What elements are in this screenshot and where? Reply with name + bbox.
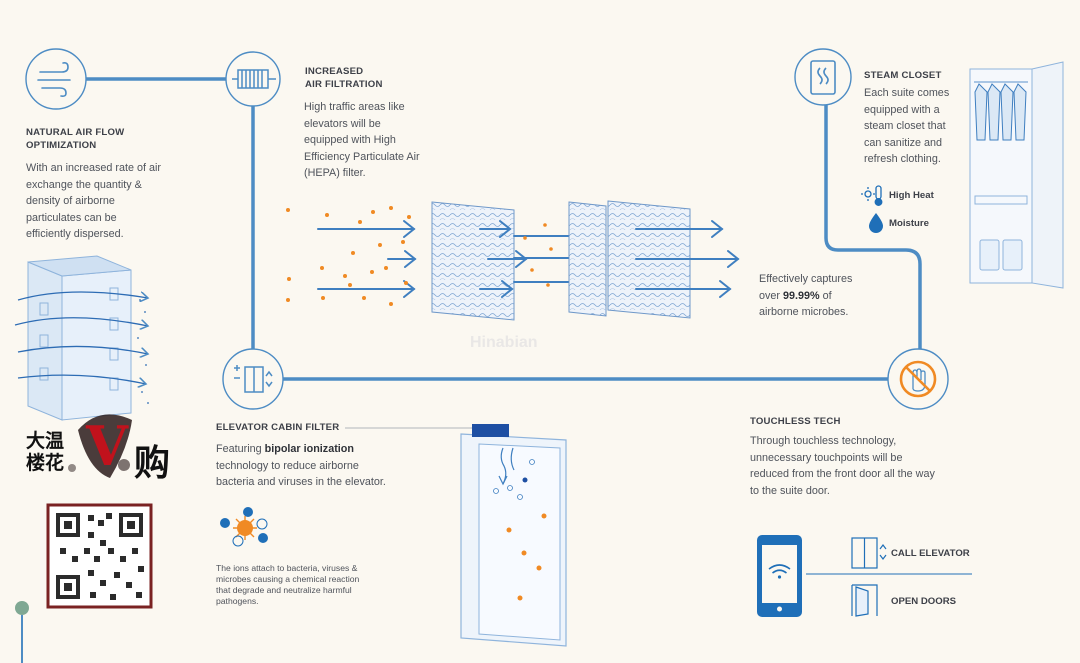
wind-icon [25,48,87,110]
elevator-cabin-illustration [460,424,567,647]
ions-explanation: The ions attach to bacteria, viruses &mi… [216,563,360,606]
elevator-filter-title: ELEVATOR CABIN FILTER [216,422,340,433]
heat-icon [861,185,883,206]
qr-code-image [46,503,153,609]
overlay-logo-buy: 购 [134,443,171,484]
moisture-label: Moisture [889,218,929,229]
call-elevator-label: CALL ELEVATOR [891,548,970,559]
steam-closet-illustration [969,61,1064,289]
open-door-icon [851,584,878,617]
steam-icon [794,48,852,106]
flow-connector-lines [21,77,922,663]
ionizer-icon [222,348,284,410]
building-airflow-illustration [14,255,149,421]
elevator-call-icon [851,537,887,569]
touchless-body: Through touchless technology,unnecessary… [750,435,935,497]
watermark-text: Hinabian [470,334,538,351]
ink-splash-logo [68,414,132,478]
hepa-filter-illustration [286,200,740,321]
touchless-title: TOUCHLESS TECH [750,416,841,427]
open-doors-label: OPEN DOORS [891,596,957,607]
ion-diagram-icon [220,507,268,547]
capture-rate-text: Effectively captures over 99.99% of airb… [759,273,853,318]
timeline-dot [15,601,29,615]
filter-icon [225,51,281,107]
high-heat-label: High Heat [889,190,934,201]
no-touch-icon [887,348,949,410]
overlay-logo-text: 大温楼花 [26,430,65,474]
moisture-icon [869,213,883,233]
steam-closet-title: STEAM CLOSET [864,70,942,81]
elevator-filter-body: Featuring bipolar ionization technology … [216,443,386,488]
overlay-logo-v: V [86,414,128,478]
smartphone-icon [757,535,802,617]
